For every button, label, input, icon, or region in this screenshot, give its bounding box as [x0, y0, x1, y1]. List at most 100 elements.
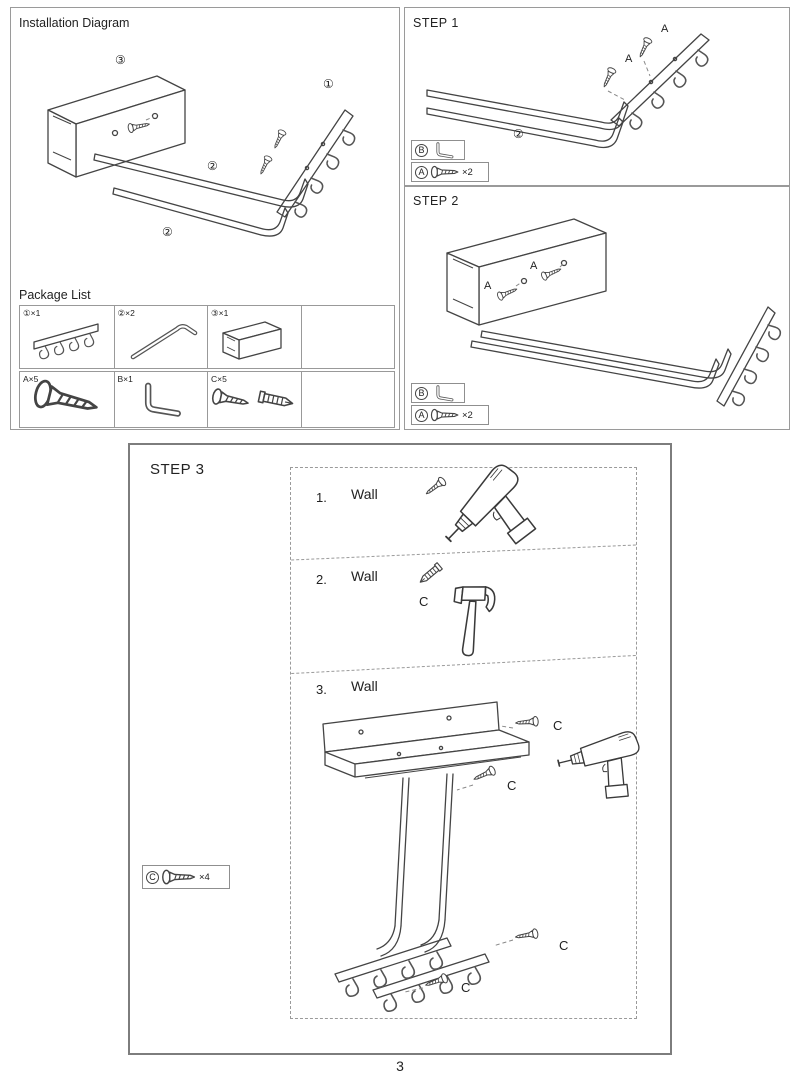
legend-key-c: C — [146, 870, 159, 884]
hook-icon — [304, 175, 326, 196]
step1-a-label-2: A — [625, 53, 633, 65]
step1-illustration: A A ② — [426, 23, 711, 149]
hook-icon — [738, 366, 760, 386]
legend-c-qty: ×4 — [199, 871, 210, 883]
screw-a-icon — [430, 408, 459, 422]
screw-c-icon — [210, 387, 251, 412]
step3-item2-num: 2. — [316, 572, 327, 587]
legend-key-a: A — [415, 408, 428, 422]
step1-legend-allen: B — [411, 140, 465, 160]
part-rod-label: ②×2 — [117, 308, 135, 318]
hook-icon — [336, 127, 358, 148]
package-cell-empty-1 — [300, 306, 395, 368]
hook-rail-icon — [33, 323, 99, 361]
screw-a-icon — [430, 165, 459, 179]
step1-a-label-1: A — [661, 23, 669, 35]
package-cell-allen-b: B×1 — [113, 372, 208, 427]
legend-a-qty: ×2 — [462, 409, 473, 421]
package-cell-rail: ①×1 — [20, 306, 114, 368]
step3-item3-num: 3. — [316, 682, 327, 697]
part-bracket-label: ③×1 — [211, 308, 229, 318]
page-number: 3 — [396, 1058, 404, 1074]
step2-illustration: A A — [446, 218, 784, 408]
package-hardware-table: A×5 B×1 C×5 — [19, 371, 395, 428]
legend-a-qty: ×2 — [462, 166, 473, 178]
allen-key-icon — [140, 382, 182, 418]
step3-dashed-area: 1. Wall 2. Wall C 3. Wall — [290, 459, 651, 1019]
package-parts-table: ①×1 ②×2 ③×1 — [19, 305, 395, 369]
step3-c-label-1: C — [553, 718, 563, 733]
package-cell-rod: ②×2 — [113, 306, 208, 368]
screw-a-icon — [256, 154, 274, 177]
wall-anchor-icon — [417, 562, 443, 586]
hw-b-label: B×1 — [117, 374, 133, 384]
hook-icon — [342, 977, 361, 999]
legend-key-b: B — [415, 143, 428, 157]
drill-icon — [435, 459, 555, 579]
step2-title: STEP 2 — [413, 194, 459, 208]
step2-legend-screw: A ×2 — [411, 405, 489, 425]
screw-c-icon — [422, 475, 448, 499]
screw-c-icon — [514, 927, 540, 943]
hook-icon — [750, 344, 772, 364]
step1-title: STEP 1 — [413, 16, 459, 30]
hook-icon — [762, 322, 784, 342]
callout-rod-mid: ② — [207, 159, 218, 173]
package-list-title: Package List — [19, 288, 91, 302]
screw-a-icon — [635, 36, 654, 60]
hook-icon — [690, 47, 711, 69]
step3-item3-wall: Wall — [351, 678, 378, 694]
hw-c-label: C×5 — [211, 374, 227, 384]
step2-a-label-2: A — [530, 260, 538, 272]
exploded-view-illustration: ③ ② ② ① — [47, 53, 358, 239]
screw-c-icon — [514, 715, 540, 729]
step3-title: STEP 3 — [150, 461, 205, 478]
allen-key-icon — [436, 141, 454, 158]
step2-legend-allen: B — [411, 383, 465, 403]
step1-panel: STEP 1 A A ② — [404, 7, 790, 186]
hook-icon — [624, 110, 645, 132]
callout-bracket: ③ — [115, 53, 126, 67]
step3-panel: STEP 3 C ×4 1. Wall 2. Wall C 3. Wall — [128, 443, 672, 1055]
screw-a-icon — [31, 377, 101, 422]
screw-c-icon — [162, 869, 196, 885]
step3-item1-num: 1. — [316, 490, 327, 505]
step3-c-label-2: C — [507, 778, 517, 793]
package-cell-empty-2 — [300, 372, 395, 427]
allen-key-icon — [436, 384, 454, 401]
step3-item2-wall: Wall — [351, 568, 378, 584]
legend-key-b: B — [415, 386, 428, 400]
hook-icon — [646, 89, 667, 111]
package-cell-bracket: ③×1 — [207, 306, 301, 368]
rod-icon — [130, 324, 198, 360]
step3-c-label-3: C — [559, 938, 569, 953]
installation-diagram-title: Installation Diagram — [19, 16, 130, 30]
screw-a-icon — [270, 128, 288, 151]
assembled-rack-illustration — [322, 701, 540, 1014]
hook-icon — [726, 388, 748, 408]
part-rail-label: ①×1 — [23, 308, 41, 318]
hook-icon — [288, 199, 310, 220]
screw-c-icon — [471, 764, 498, 785]
hook-icon — [320, 151, 342, 172]
step3-anchor-c-label: C — [419, 594, 429, 609]
installation-diagram-panel: Installation Diagram — [10, 7, 400, 430]
callout-rail: ① — [323, 77, 334, 91]
wall-anchor-icon — [257, 389, 295, 410]
step1-callout-rod: ② — [513, 127, 524, 141]
hook-icon — [668, 68, 689, 90]
screw-a-icon — [599, 66, 618, 90]
hammer-icon — [447, 582, 497, 659]
bracket-icon — [222, 321, 282, 360]
callout-rod-bottom: ② — [162, 225, 173, 239]
legend-key-a: A — [415, 165, 428, 179]
step3-item1-wall: Wall — [351, 486, 378, 502]
step2-a-label-1: A — [484, 280, 492, 292]
step2-panel: STEP 2 A A — [404, 186, 790, 430]
step3-legend-screw-c: C ×4 — [142, 865, 230, 889]
step1-legend-screw: A ×2 — [411, 162, 489, 182]
hw-a-label: A×5 — [23, 374, 39, 384]
step3-c-label-4: C — [461, 980, 471, 995]
package-cell-screw-c: C×5 — [207, 372, 301, 427]
